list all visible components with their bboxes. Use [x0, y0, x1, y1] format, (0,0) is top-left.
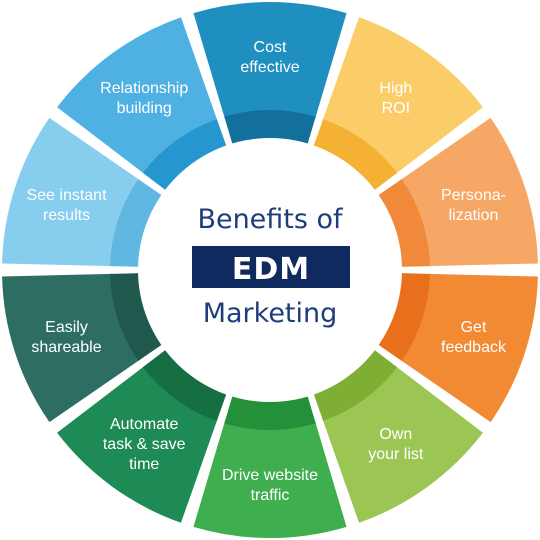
segment-label-line: Persona-: [441, 187, 506, 204]
segment-6: [57, 365, 218, 523]
segment-label-4: Own your list: [368, 426, 424, 463]
segment-8: [2, 117, 140, 267]
segment-inner-ring-8: [110, 179, 163, 267]
segment-label-line: your list: [368, 446, 424, 463]
segment-0: [193, 2, 347, 119]
segment-label-line: task & save: [103, 436, 186, 453]
segment-label-line: Cost: [254, 39, 287, 56]
segment-label-0: Cost effective: [240, 39, 299, 76]
segment-9: [57, 17, 218, 175]
segment-label-line: Automate: [110, 416, 179, 433]
segment-inner-ring-2: [377, 179, 430, 267]
segment-label-8: See instant results: [26, 187, 107, 224]
segment-label-7: Easily shareable: [31, 319, 101, 356]
segment-inner-ring-6: [142, 348, 227, 421]
segment-label-line: Relationship: [100, 80, 188, 97]
segment-label-line: Own: [379, 426, 412, 443]
segment-label-5: Drive website traffic: [222, 467, 318, 504]
segment-label-line: shareable: [31, 339, 101, 356]
segment-inner-ring-0: [224, 110, 316, 146]
center-badge-text: EDM: [232, 252, 310, 287]
segment-label-line: Drive website: [222, 467, 318, 484]
segment-label-line: results: [43, 207, 90, 224]
segment-label-line: Easily: [45, 319, 88, 336]
segment-label-line: feedback: [441, 339, 507, 356]
segment-label-6: Automate task & save time: [103, 416, 186, 473]
center-badge: [192, 246, 350, 288]
segment-label-line: time: [129, 456, 159, 473]
segment-label-line: High: [379, 80, 412, 97]
segment-label-line: ROI: [382, 100, 410, 117]
segment-label-3: Get feedback: [441, 319, 507, 356]
segment-1: [322, 17, 483, 175]
segment-5: [193, 421, 347, 538]
segment-7: [2, 273, 140, 423]
segment-inner-ring-5: [224, 394, 316, 430]
inner-ring-layer: [110, 110, 430, 430]
segment-inner-ring-7: [110, 273, 163, 361]
segment-label-line: building: [117, 100, 172, 117]
segment-4: [322, 365, 483, 523]
segment-label-9: Relationship building: [100, 80, 188, 117]
segment-inner-ring-1: [313, 119, 398, 192]
segment-inner-ring-4: [313, 348, 398, 421]
segment-label-line: See instant: [26, 187, 107, 204]
center-title-line3: Marketing: [203, 298, 338, 329]
center-title-line1: Benefits of: [197, 204, 344, 235]
segment-label-2: Persona-lization: [441, 187, 506, 224]
segment-inner-ring-3: [377, 273, 430, 361]
segment-label-line: traffic: [251, 487, 290, 504]
segment-label-line: lization: [449, 207, 499, 224]
segment-inner-ring-9: [142, 119, 227, 192]
segment-3: [400, 273, 538, 423]
segment-label-line: effective: [240, 59, 299, 76]
segment-label-line: Get: [461, 319, 487, 336]
segment-2: [400, 117, 538, 267]
